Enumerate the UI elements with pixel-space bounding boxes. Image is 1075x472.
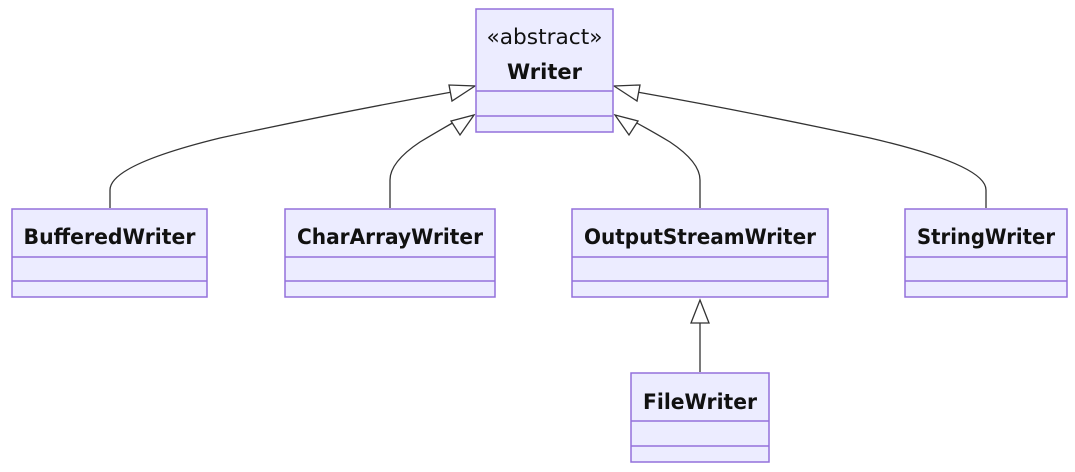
class-outputstreamwriter[interactable]: OutputStreamWriter (571, 208, 829, 298)
class-chararraywriter[interactable]: CharArrayWriter (284, 208, 496, 298)
class-name: CharArrayWriter (297, 225, 484, 249)
class-box (904, 208, 1068, 298)
class-writer[interactable]: «abstract» Writer (475, 8, 614, 133)
class-name: Writer (507, 60, 583, 84)
stereotype-label: «abstract» (487, 25, 603, 49)
edge-outputstreamwriter-writer (632, 120, 701, 208)
inheritance-arrowhead-filewriter (690, 298, 710, 324)
class-filewriter[interactable]: FileWriter (630, 372, 770, 463)
class-box (11, 208, 208, 298)
inheritance-arrowhead-bufferedwriter (448, 84, 478, 103)
inheritance-arrowhead-outputstreamwriter (613, 113, 640, 137)
edge-bufferedwriter-writer (109, 91, 453, 208)
class-box (284, 208, 496, 298)
class-name: OutputStreamWriter (584, 225, 817, 249)
edges (109, 84, 987, 372)
class-stringwriter[interactable]: StringWriter (904, 208, 1068, 298)
class-bufferedwriter[interactable]: BufferedWriter (11, 208, 208, 298)
class-box (571, 208, 829, 298)
class-box (475, 8, 614, 133)
edge-stringwriter-writer (636, 91, 987, 208)
inheritance-arrowhead-chararraywriter (449, 113, 476, 137)
class-name: StringWriter (917, 225, 1056, 249)
edge-chararraywriter-writer (389, 120, 457, 208)
class-name: BufferedWriter (24, 225, 197, 249)
class-name: FileWriter (643, 390, 758, 414)
class-box (630, 372, 770, 463)
inheritance-arrowhead-stringwriter (611, 84, 641, 103)
